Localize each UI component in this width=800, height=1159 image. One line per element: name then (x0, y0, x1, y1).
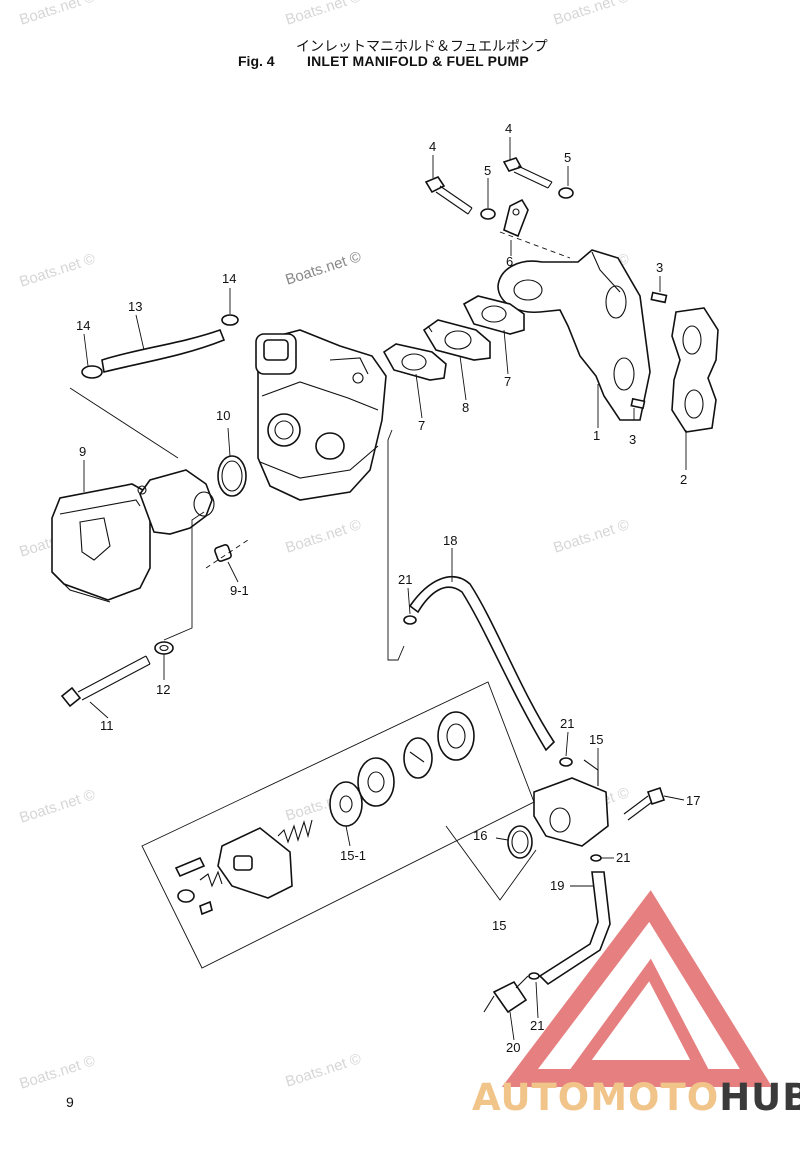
o-ring-part-16 (507, 825, 533, 859)
logo-text-dark: HUB (719, 1076, 800, 1119)
washer-part-5-right (558, 187, 574, 199)
hose-part-13 (101, 328, 226, 373)
callout-21-a: 21 (398, 572, 412, 587)
page-number: 9 (66, 1094, 74, 1110)
hose-clip-part-21-d (528, 972, 540, 980)
silencer-part-9 (51, 483, 151, 603)
callout-2: 2 (680, 472, 687, 487)
callout-14-right: 14 (222, 271, 236, 286)
callout-3-bottom: 3 (629, 432, 636, 447)
hose-clip-part-14-left (81, 365, 103, 379)
figure-title: INLET MANIFOLD & FUEL PUMP (307, 53, 529, 69)
logo-text-light: AUTOMOTO (472, 1076, 720, 1119)
washer-part-12 (154, 641, 174, 655)
insulator-part-8 (422, 319, 491, 361)
callout-4-left: 4 (429, 139, 436, 154)
callout-8: 8 (462, 400, 469, 415)
hose-clip-part-21-c (590, 854, 602, 862)
callout-4-right: 4 (505, 121, 512, 136)
o-ring-part-10 (217, 455, 247, 497)
washer-part-5-left (480, 208, 496, 220)
automotohub-logo-mark (501, 890, 773, 1087)
callout-18: 18 (443, 533, 457, 548)
pump-spring-part (277, 819, 313, 844)
carburetor-assembly (255, 329, 387, 501)
pump-cap-part (437, 711, 475, 761)
callout-10: 10 (216, 408, 230, 423)
intake-duct-part-9 (137, 469, 215, 535)
callout-19: 19 (550, 878, 564, 893)
callout-5-left: 5 (484, 163, 491, 178)
callout-12: 12 (156, 682, 170, 697)
gasket-part-7-left (382, 343, 447, 381)
pin-part-3-bottom (630, 397, 646, 410)
callout-11: 11 (100, 718, 114, 733)
fuel-pump-body-part (217, 827, 293, 899)
bolt-part-4-right (502, 157, 553, 189)
pump-cover-part (357, 757, 395, 807)
fuel-filter-part-20 (483, 975, 529, 1014)
callout-21-b: 21 (560, 716, 574, 731)
hose-clip-part-21-a (403, 615, 417, 625)
figure-label: Fig. 4 (238, 53, 275, 69)
callout-16: 16 (473, 828, 487, 843)
fuel-pump-exploded-box (141, 681, 535, 969)
callout-9: 9 (79, 444, 86, 459)
gasket-part-7-right (462, 295, 525, 335)
pin-part-3-top (650, 291, 668, 304)
callout-7-right: 7 (504, 374, 511, 389)
hose-clip-part-14-right (221, 314, 239, 326)
bolt-part-4-left (424, 176, 473, 215)
callout-1: 1 (593, 428, 600, 443)
callout-21-d: 21 (530, 1018, 544, 1033)
valve-plate-part (403, 737, 433, 779)
callout-3-top: 3 (656, 260, 663, 275)
callout-17: 17 (686, 793, 700, 808)
automotohub-logo-text: AUTOMOTOHUB (472, 1076, 800, 1119)
small-screw-part (174, 856, 223, 916)
callout-15-1: 15-1 (340, 848, 366, 863)
fuel-hose-part-18 (408, 575, 556, 752)
callout-13: 13 (128, 299, 142, 314)
callout-15-top: 15 (589, 732, 603, 747)
diaphragm-part-15-1 (329, 781, 363, 827)
bracket-part-6 (503, 198, 529, 238)
callout-21-c: 21 (616, 850, 630, 865)
callout-9-1: 9-1 (230, 583, 249, 598)
fuel-pump-part-15 (533, 759, 609, 847)
bolt-part-11 (60, 655, 151, 708)
collar-part-9-1 (214, 544, 232, 562)
callout-6: 6 (506, 254, 513, 269)
inlet-manifold-part-1 (497, 249, 651, 421)
hose-clip-part-21-b (559, 757, 573, 767)
bolt-part-17 (623, 786, 666, 821)
fuel-hose-part-19 (538, 871, 611, 986)
callout-14-left: 14 (76, 318, 90, 333)
gasket-part-2 (671, 307, 719, 433)
callout-20: 20 (506, 1040, 520, 1055)
callout-15-bottom: 15 (492, 918, 506, 933)
title-japanese: インレットマニホルド＆フュエルポンプ (296, 38, 548, 54)
callout-7-left: 7 (418, 418, 425, 433)
callout-5-right: 5 (564, 150, 571, 165)
